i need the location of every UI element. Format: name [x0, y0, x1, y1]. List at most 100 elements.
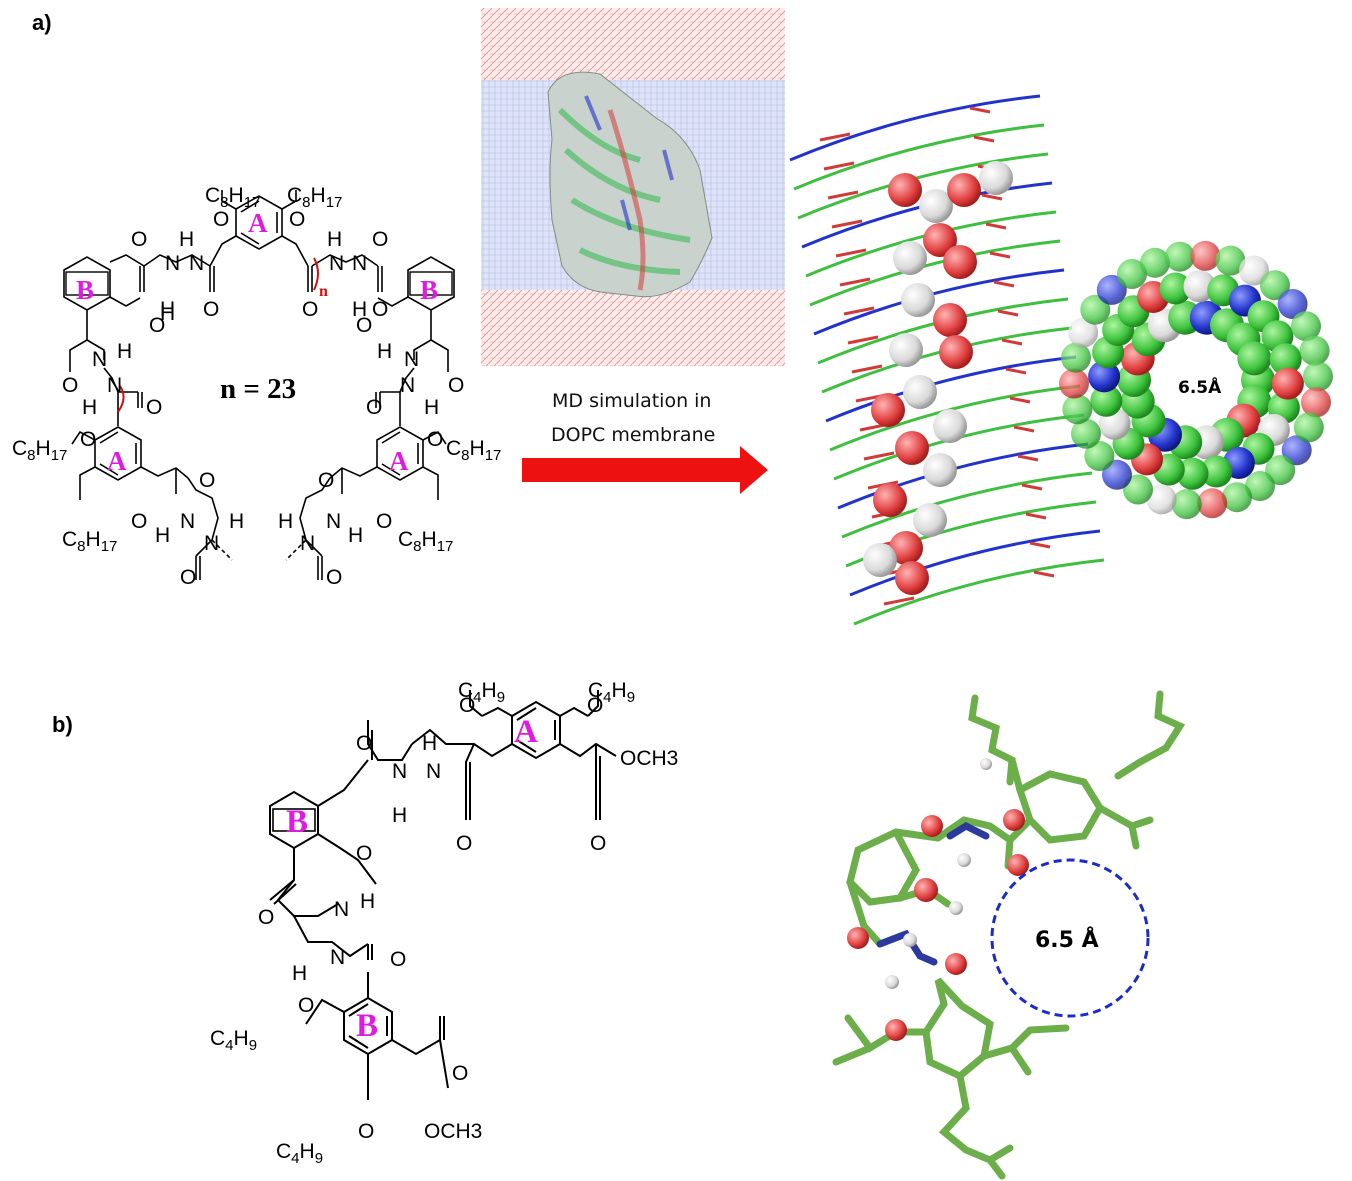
ring-a-top-label: A — [248, 208, 268, 238]
svg-text:H: H — [160, 302, 175, 325]
alkyl-top-right: C8H17 — [287, 184, 342, 211]
svg-text:O: O — [302, 298, 318, 321]
pore-circle-icon — [990, 858, 1150, 1018]
svg-text:N: N — [300, 532, 315, 555]
svg-text:H: H — [292, 962, 307, 985]
macrocycle-atom-labels: O O O H N N H O O H N N O H O H O O O N … — [62, 208, 464, 589]
svg-text:H: H — [229, 510, 244, 533]
svg-text:O: O — [203, 298, 219, 321]
ring-b-right-label: B — [420, 275, 438, 305]
svg-text:O: O — [427, 428, 443, 451]
svg-text:O: O — [372, 228, 388, 251]
svg-text:N: N — [92, 348, 107, 371]
svg-text:H: H — [348, 524, 363, 547]
svg-text:O: O — [180, 566, 196, 589]
svg-text:O: O — [376, 510, 392, 533]
svg-text:N: N — [404, 348, 419, 371]
md-simulation-box — [481, 8, 785, 366]
svg-text:H: H — [155, 524, 170, 547]
butyl-mid-left: C4H9 — [210, 1027, 257, 1054]
alkyl-low-left: C8H17 — [62, 528, 117, 555]
pore-diameter-label: 6.5Å — [1178, 375, 1222, 398]
ring-a-right-label: A — [389, 446, 409, 476]
svg-text:O: O — [258, 906, 274, 929]
n-equals-label: n = 23 — [220, 373, 296, 405]
alkyl-low-right: C8H17 — [398, 528, 453, 555]
alkyl-top-left: C8H17 — [205, 184, 260, 211]
svg-text:O: O — [289, 208, 305, 231]
svg-text:O: O — [318, 469, 334, 492]
arrow-caption-line2: DOPC membrane — [551, 424, 715, 446]
dimer-stick-model: 6.5 Å — [832, 690, 1186, 1180]
svg-text:H: H — [160, 298, 175, 321]
ester-bottom: OCH3 — [424, 1120, 482, 1143]
alkyl-mid-left: C8H17 — [12, 437, 67, 464]
svg-text:N: N — [392, 760, 407, 783]
arrow-caption-line1: MD simulation in — [552, 390, 711, 412]
svg-text:N: N — [330, 946, 345, 969]
svg-text:N: N — [326, 510, 341, 533]
svg-text:N: N — [329, 252, 344, 275]
svg-text:H: H — [82, 396, 97, 419]
alkyl-mid-right: C8H17 — [446, 437, 501, 464]
butyl-top-right: C4H9 — [588, 679, 635, 706]
svg-text:O: O — [199, 469, 215, 492]
svg-text:O: O — [587, 694, 603, 717]
butyl-bottom: C4H9 — [276, 1140, 323, 1167]
pore-top-view: 6.5Å — [1059, 240, 1333, 520]
svg-text:O: O — [62, 374, 78, 397]
ring-a-dimer-label: A — [514, 714, 538, 750]
svg-text:O: O — [326, 566, 342, 589]
svg-text:O: O — [356, 732, 372, 755]
svg-text:O: O — [372, 298, 388, 321]
svg-text:N: N — [334, 898, 349, 921]
svg-text:O: O — [131, 510, 147, 533]
svg-text:O: O — [456, 832, 472, 855]
svg-text:O: O — [131, 228, 147, 251]
svg-text:O: O — [358, 1120, 374, 1143]
ring-b-dimer-top-label: B — [286, 804, 308, 840]
svg-text:O: O — [448, 374, 464, 397]
svg-text:H: H — [422, 732, 437, 755]
svg-text:O: O — [80, 428, 96, 451]
svg-text:H: H — [179, 228, 194, 251]
svg-text:N: N — [352, 252, 367, 275]
svg-text:O: O — [459, 694, 475, 717]
svg-text:N: N — [180, 510, 195, 533]
svg-text:H: H — [392, 804, 407, 827]
svg-text:O: O — [390, 948, 406, 971]
svg-text:N: N — [189, 252, 204, 275]
repeat-bracket-icon — [313, 257, 319, 291]
svg-text:H: H — [278, 510, 293, 533]
ring-b-left-label: B — [76, 275, 94, 305]
dimer-structure — [269, 690, 617, 1100]
svg-text:O: O — [452, 1062, 468, 1085]
svg-text:N: N — [426, 760, 441, 783]
svg-text:O: O — [590, 832, 606, 855]
svg-text:O: O — [146, 396, 162, 419]
ring-a-left-label: A — [107, 446, 127, 476]
macrocycle-structure — [63, 190, 455, 580]
butyl-top-left: C4H9 — [458, 679, 505, 706]
svg-text:H: H — [360, 890, 375, 913]
svg-text:O: O — [356, 842, 372, 865]
svg-text:N: N — [107, 374, 122, 397]
svg-text:H: H — [377, 340, 392, 363]
svg-text:N: N — [204, 532, 219, 555]
helix-side-view — [789, 94, 1105, 626]
panel-b-label: b) — [52, 712, 73, 737]
svg-text:N: N — [400, 374, 415, 397]
svg-text:H: H — [117, 340, 132, 363]
panel-a-label: a) — [32, 10, 52, 35]
svg-text:O: O — [213, 208, 229, 231]
svg-text:N: N — [165, 252, 180, 275]
svg-text:H: H — [327, 228, 342, 251]
ring-b-dimer-bottom-label: B — [356, 1008, 378, 1044]
dimer-pore-label: 6.5 Å — [1035, 927, 1099, 953]
ester-top: OCH3 — [620, 747, 678, 770]
svg-text:H: H — [352, 298, 367, 321]
right-arrow-icon — [522, 446, 768, 494]
svg-text:O: O — [366, 396, 382, 419]
repeat-n-label: n — [319, 283, 328, 300]
